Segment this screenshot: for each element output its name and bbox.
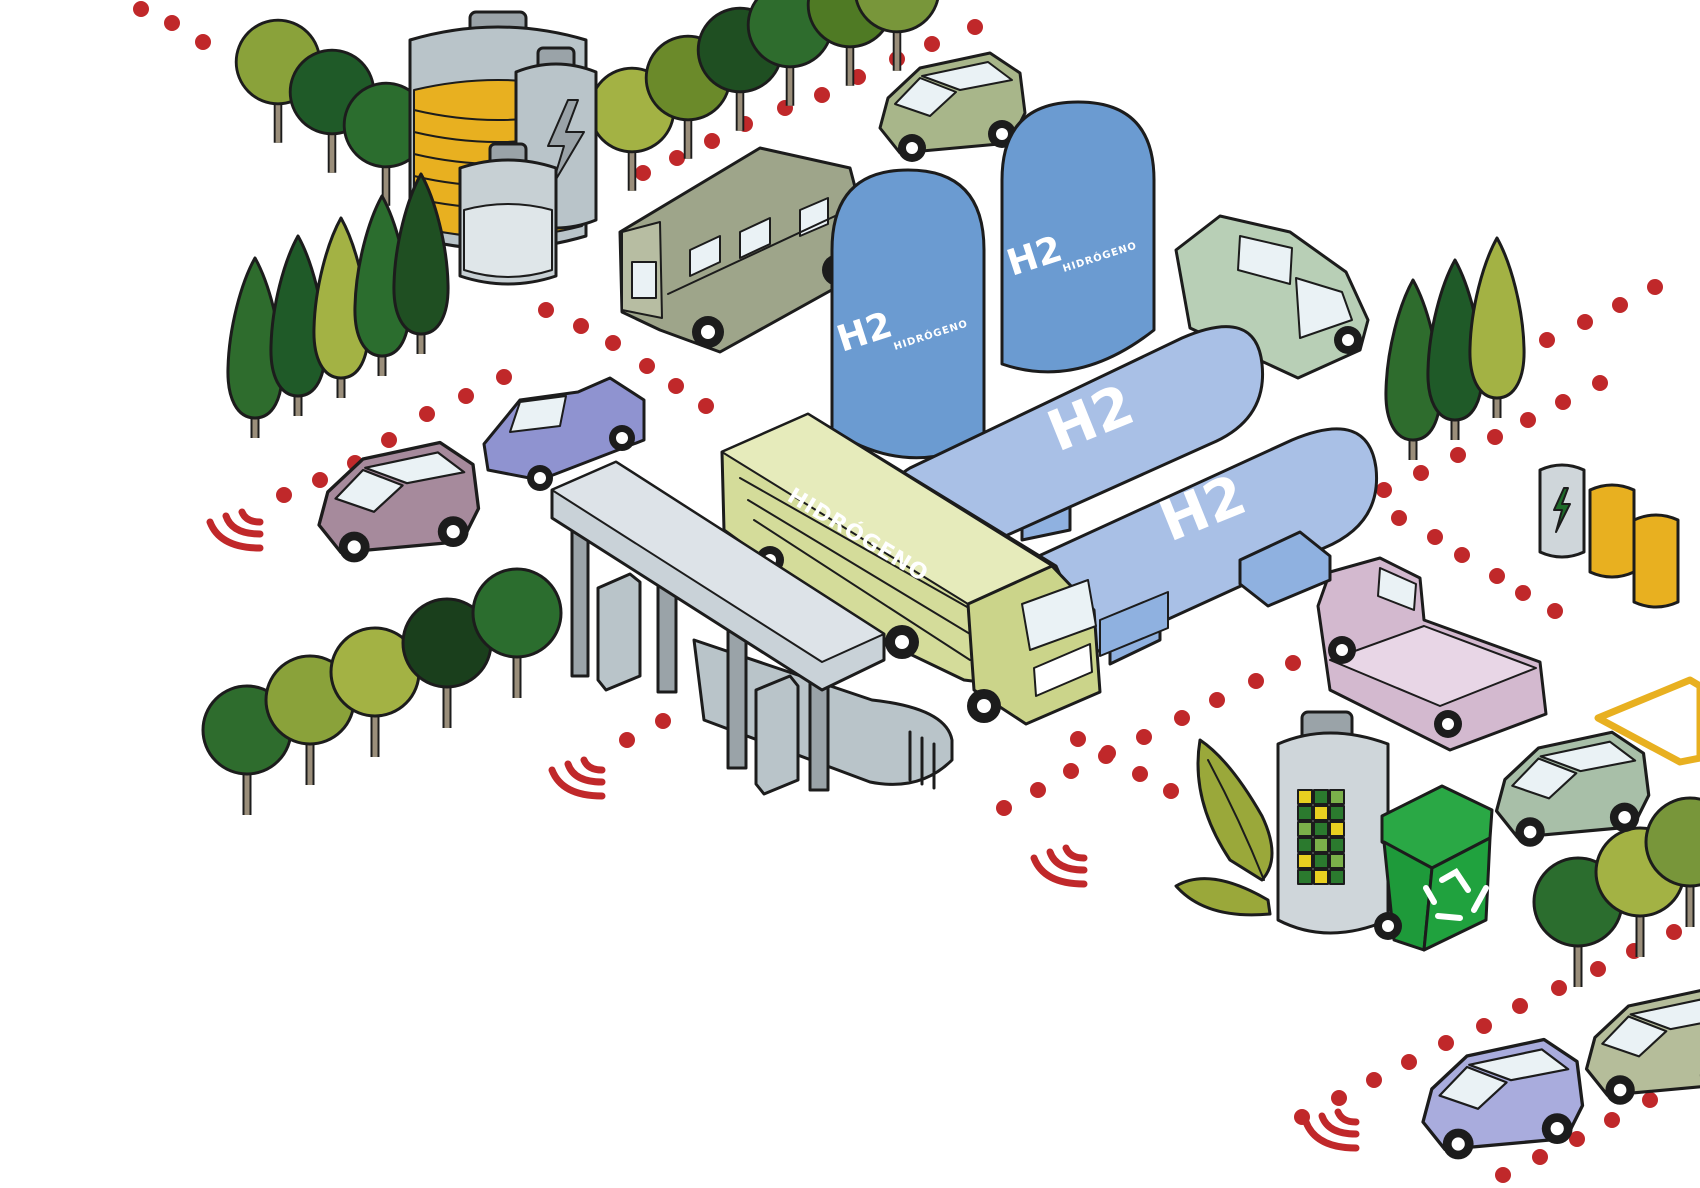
car-bottom-lavender — [1421, 1037, 1585, 1162]
road-dots-right-central — [1070, 731, 1179, 799]
green-energy-leaf — [1174, 738, 1274, 917]
road-dots-bottom-right — [1294, 924, 1682, 1183]
battery-green-energy — [1276, 710, 1390, 935]
tank-tall-1: H2 HIDRÓGENO — [830, 168, 986, 460]
lightning-bolt-icon — [1553, 487, 1571, 533]
road-dots-middle — [538, 302, 714, 414]
road-dots-left-lane — [276, 369, 512, 503]
recycle-bin — [1374, 784, 1494, 952]
car-bottom-olive — [1584, 988, 1700, 1107]
battery-small — [458, 142, 558, 286]
road-dotted-lines — [133, 1, 1682, 1183]
charging-pad — [1594, 676, 1700, 766]
road-dots-right-diagonal — [996, 655, 1301, 816]
car-mauve — [317, 440, 481, 565]
tank-tall-2: H2 HIDRÓGENO — [1000, 100, 1156, 374]
fuel-station — [550, 460, 954, 796]
signal-waves-icon — [206, 508, 1360, 1152]
cypress-group-right — [1386, 238, 1524, 460]
lightning-bolt-icon — [547, 99, 585, 187]
pickup-truck-lavender — [482, 376, 646, 491]
road-dots-lower-left — [619, 713, 671, 748]
battery-cluster-top — [408, 10, 598, 286]
road-dots-upper-left — [133, 1, 211, 50]
cypress-group-left — [228, 174, 448, 438]
hydrogen-tanker-truck: HIDRÓGENO — [720, 412, 1102, 726]
tree-row-bottom-left — [203, 569, 561, 815]
car-top-sage — [878, 51, 1027, 164]
car-right-sage — [1494, 730, 1651, 849]
battery-cluster-right — [1538, 463, 1680, 609]
pickup-truck-pink — [1316, 556, 1548, 752]
